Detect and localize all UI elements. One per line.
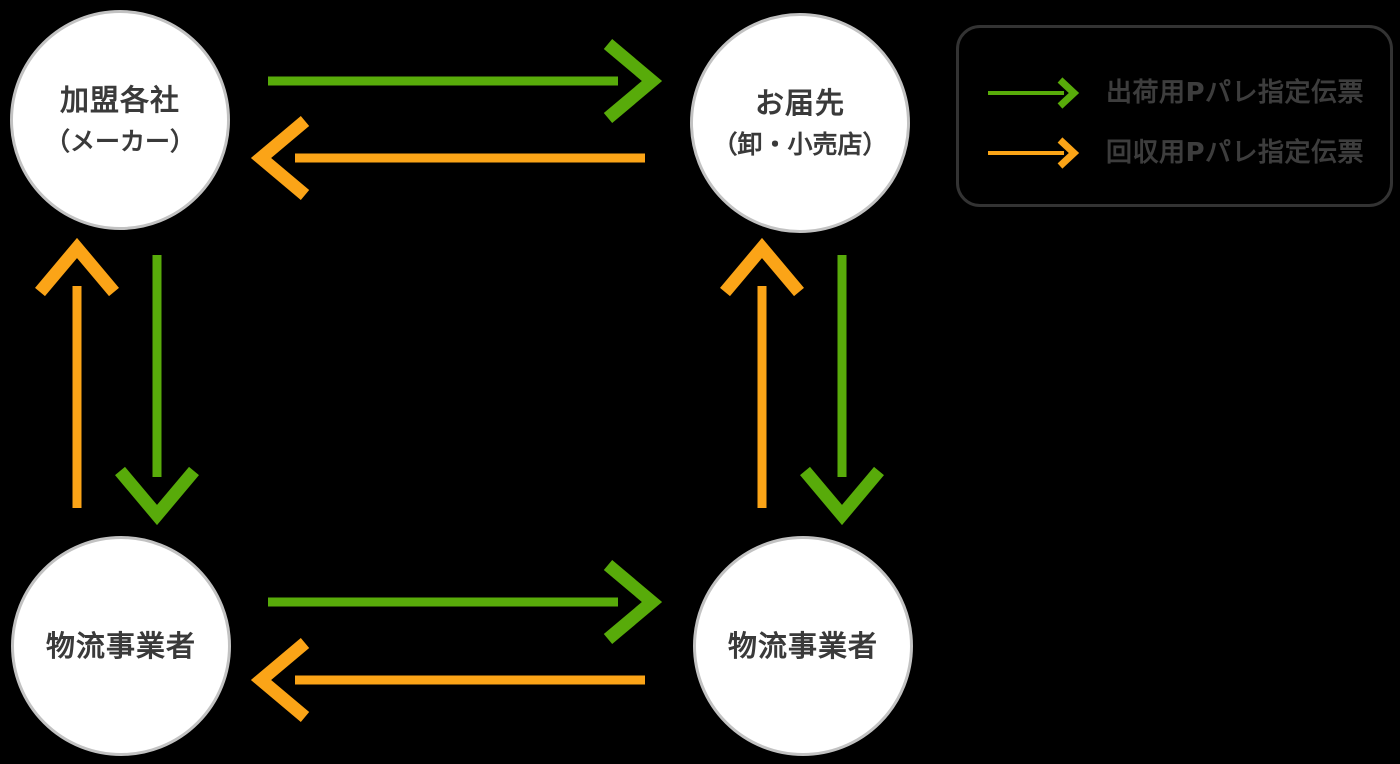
orange-arrow-logistics-right-to-logistics-left — [250, 638, 645, 722]
node-destination: お届先 （卸・小売店） — [690, 13, 910, 233]
legend-item-collection: 回収用Pパレ指定伝票 — [988, 135, 1364, 171]
legend-box: 出荷用Pパレ指定伝票 回収用Pパレ指定伝票 — [956, 25, 1393, 207]
node-maker-name: 加盟各社 — [59, 83, 180, 117]
green-arrow-maker-to-destination — [268, 39, 663, 123]
node-logistics-left-name: 物流事業者 — [45, 629, 196, 663]
node-destination-name: お届先 — [754, 86, 845, 120]
node-logistics-left: 物流事業者 — [11, 536, 231, 756]
node-maker-subname: （メーカー） — [44, 127, 195, 156]
orange-arrow-right-icon — [988, 135, 1083, 171]
orange-arrow-destination-to-maker — [250, 116, 645, 200]
green-arrow-maker-to-logistics-left — [115, 255, 199, 525]
green-arrow-logistics-left-to-logistics-right — [268, 560, 663, 644]
legend-label-collection: 回収用Pパレ指定伝票 — [1106, 138, 1365, 168]
node-logistics-right-name: 物流事業者 — [727, 629, 878, 663]
node-maker: 加盟各社 （メーカー） — [10, 10, 230, 230]
node-destination-subname: （卸・小売店） — [712, 130, 888, 159]
green-arrow-right-icon — [988, 75, 1083, 111]
orange-arrow-logistics-left-to-maker — [35, 238, 119, 508]
orange-arrow-logistics-right-to-destination — [720, 238, 804, 508]
legend-item-shipping: 出荷用Pパレ指定伝票 — [988, 75, 1364, 111]
legend-label-shipping: 出荷用Pパレ指定伝票 — [1106, 78, 1365, 108]
node-logistics-right: 物流事業者 — [693, 536, 913, 756]
green-arrow-destination-to-logistics-right — [800, 255, 884, 525]
